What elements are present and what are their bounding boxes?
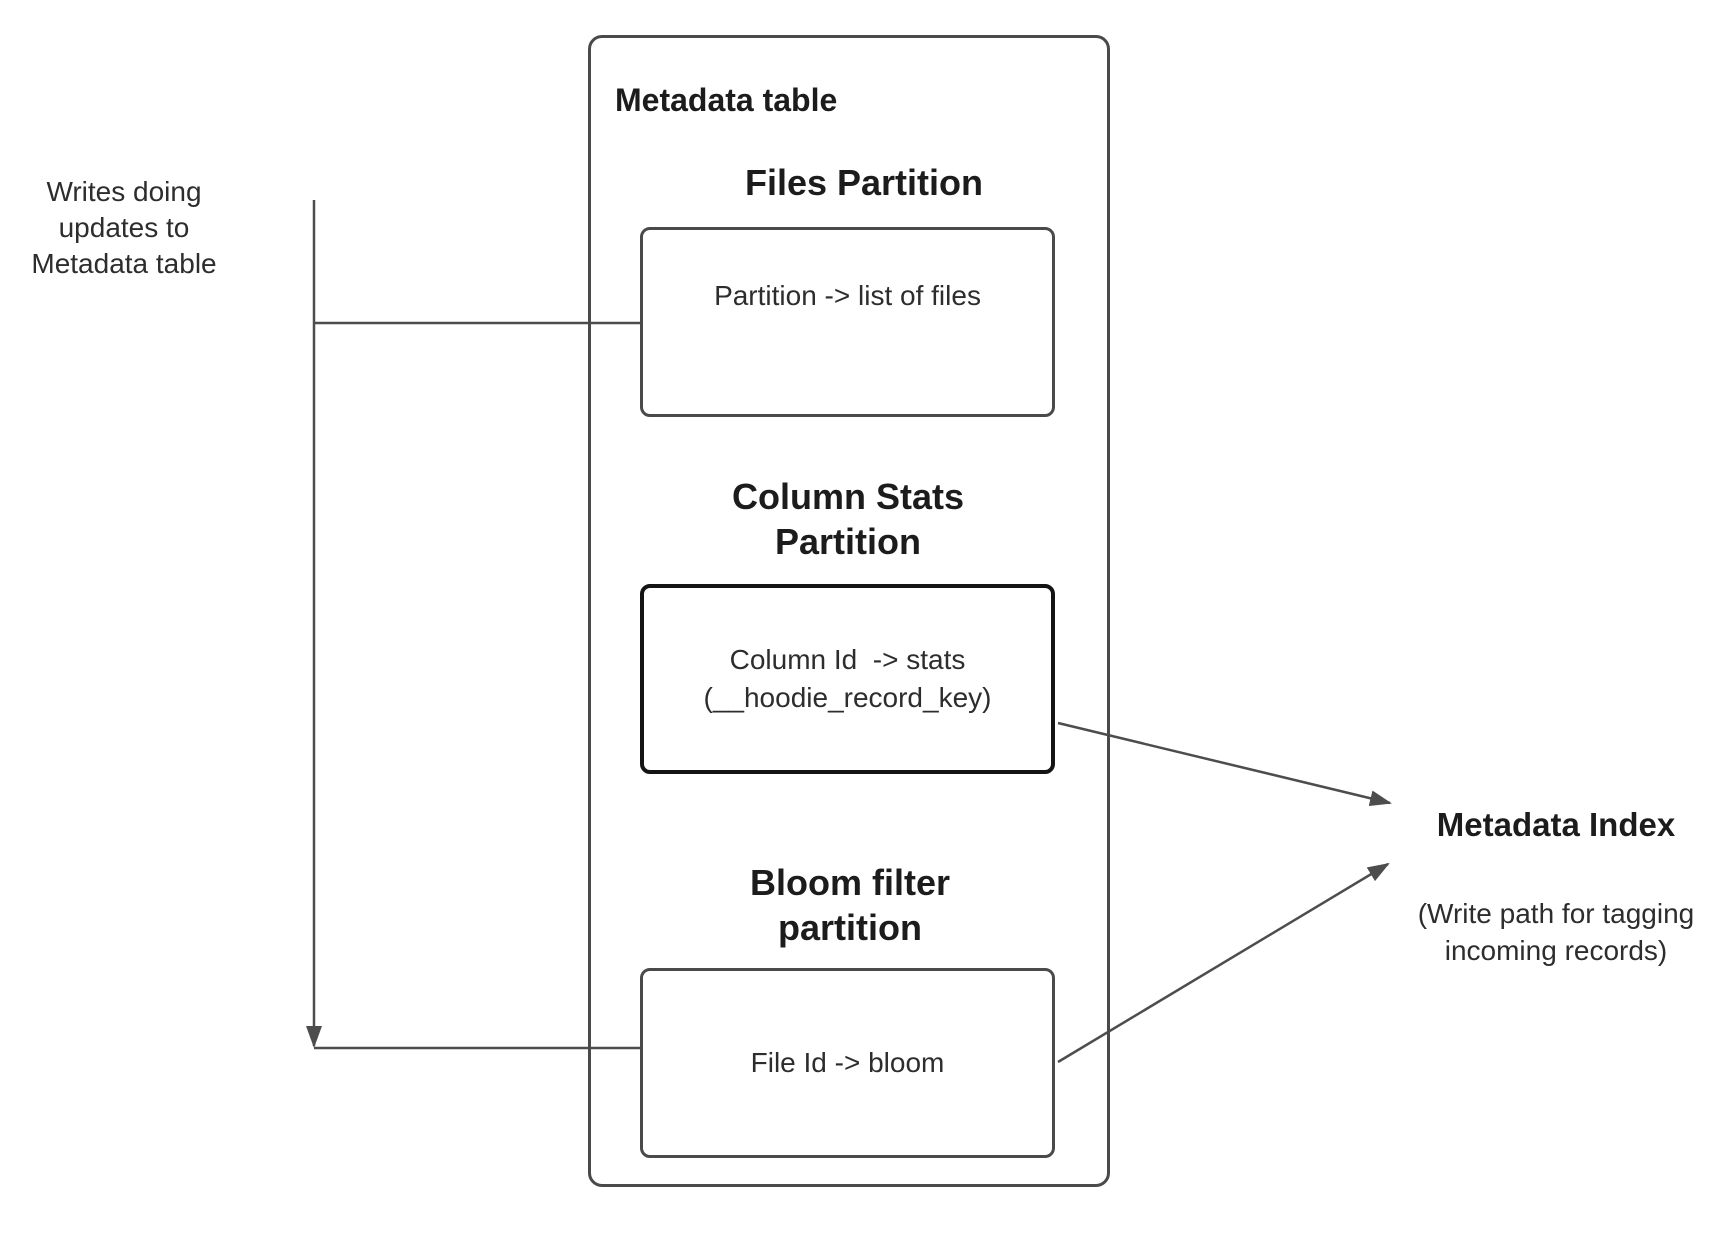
bloom-filter-partition-heading: Bloom filter partition	[749, 862, 950, 948]
metadata-table-box: Metadata table	[588, 35, 1110, 1187]
column-stats-to-index-arrow	[1057, 721, 1392, 807]
files-partition-box: Partition -> list of files	[640, 227, 1055, 417]
column-stats-mapping-detail: (__hoodie_record_key)	[703, 682, 992, 713]
bloom-to-index-arrow	[1057, 862, 1390, 1064]
bloom-filter-mapping: File Id -> bloom	[750, 1047, 945, 1078]
column-stats-mapping: Column Id -> stats	[729, 644, 966, 675]
column-stats-partition-heading: Column Stats Partition	[731, 476, 964, 562]
files-partition-mapping: Partition -> list of files	[714, 280, 981, 311]
files-partition-heading: Files Partition	[744, 162, 984, 203]
metadata-index-subtitle: (Write path for tagging incoming records…	[1417, 898, 1695, 966]
metadata-index-title: Metadata Index	[1436, 806, 1676, 843]
column-stats-partition-box: Column Id -> stats (__hoodie_record_key)	[640, 584, 1055, 774]
writes-note: Writes doing updates to Metadata table	[31, 176, 217, 279]
metadata-table-title: Metadata table	[615, 82, 838, 118]
bloom-filter-partition-box: File Id -> bloom	[640, 968, 1055, 1158]
